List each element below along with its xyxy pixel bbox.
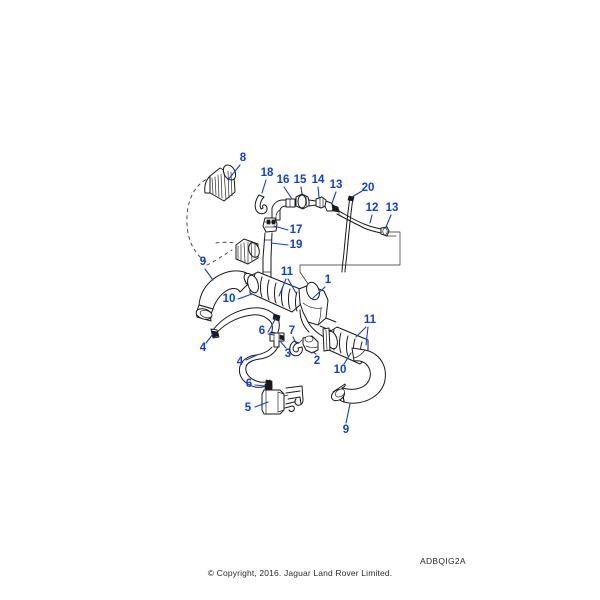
artwork-group <box>186 164 401 415</box>
dashed-locator-leader <box>206 249 233 266</box>
callout-4-left[interactable]: 4 <box>200 342 207 354</box>
part-9-intake-hose-left <box>195 270 251 322</box>
callout-numbers: 8 18 16 15 14 13 20 12 13 17 19 9 11 1 1… <box>200 152 399 436</box>
part-20-pipe-stay-rod <box>341 195 355 273</box>
leader-2 <box>312 351 317 355</box>
part-2-lower-elbow <box>302 335 319 354</box>
clamp-block-right <box>322 327 331 352</box>
callout-13-right[interactable]: 13 <box>386 202 399 214</box>
part-6-clip-lower <box>264 383 273 391</box>
part-16-elbow-pipe <box>271 198 296 221</box>
part-14-inline-connector <box>315 196 327 209</box>
ribbed-sleeve-lower <box>235 238 260 265</box>
part-5-reservoir-canister <box>261 385 304 415</box>
leader-1 <box>312 286 326 299</box>
leader-8 <box>227 164 241 181</box>
callout-3[interactable]: 3 <box>285 348 291 360</box>
callout-5[interactable]: 5 <box>245 402 252 414</box>
part-18-retaining-clip <box>254 194 268 215</box>
leader-15 <box>300 186 303 195</box>
dashed-locator-arc <box>186 176 213 263</box>
part-1-outlet-elbow <box>298 281 337 332</box>
callout-9-right[interactable]: 9 <box>343 424 349 436</box>
callout-20[interactable]: 20 <box>362 182 375 194</box>
callout-10-right[interactable]: 10 <box>334 364 347 376</box>
part-13-connector-right <box>380 226 390 237</box>
part-12-vacuum-hose <box>336 209 382 234</box>
leader-6a <box>267 317 277 333</box>
part-15-check-valve <box>295 193 317 210</box>
part-9-intake-hose-right <box>330 347 386 404</box>
leader-6a2 <box>267 333 275 336</box>
duct-lower-body-2 <box>299 309 310 333</box>
callout-1[interactable]: 1 <box>325 274 332 286</box>
callout-4-lower[interactable]: 4 <box>237 356 244 368</box>
leader-11a2 <box>287 278 297 294</box>
part-4-hose-upper <box>210 307 280 339</box>
callout-15[interactable]: 15 <box>294 174 307 186</box>
callout-leaders <box>204 164 392 424</box>
leader-11b <box>355 326 367 338</box>
leader-11b2 <box>365 326 369 346</box>
leader-10b <box>343 352 352 365</box>
callout-12[interactable]: 12 <box>366 202 379 214</box>
leader-4a <box>205 333 214 344</box>
leader-3 <box>279 340 287 349</box>
leader-13a <box>331 191 337 204</box>
leader-9a <box>204 268 214 281</box>
leader-20 <box>351 190 363 198</box>
leader-11a <box>278 278 287 297</box>
leader-19 <box>270 242 289 246</box>
leader-6b <box>254 384 266 387</box>
leader-4b <box>245 354 258 361</box>
leader-18 <box>261 179 267 194</box>
callout-10-left[interactable]: 10 <box>223 293 236 305</box>
part-3-tee-connector <box>269 332 285 348</box>
callout-18[interactable]: 18 <box>261 167 274 179</box>
leader-5 <box>254 401 269 408</box>
leader-10a <box>237 293 253 300</box>
main-duct-ribbed-centre <box>247 271 301 313</box>
callout-19[interactable]: 19 <box>290 239 303 251</box>
callout-7[interactable]: 7 <box>289 325 295 337</box>
callout-6-lower[interactable]: 6 <box>246 378 252 390</box>
callout-17[interactable]: 17 <box>290 224 303 236</box>
part-19-breather-hose <box>262 232 273 279</box>
callout-11-right[interactable]: 11 <box>364 314 377 326</box>
drawing-code: ADBQIG2A <box>420 556 466 566</box>
leader-7 <box>292 336 297 344</box>
callout-9-left[interactable]: 9 <box>200 256 206 268</box>
callout-13-upper[interactable]: 13 <box>330 179 343 191</box>
callout-6-upper[interactable]: 6 <box>259 325 265 337</box>
mount-frame-outline <box>299 231 401 301</box>
leader-17 <box>273 225 289 231</box>
callout-2[interactable]: 2 <box>314 355 320 367</box>
callout-16[interactable]: 16 <box>277 174 290 186</box>
callout-14[interactable]: 14 <box>312 174 325 186</box>
callout-8[interactable]: 8 <box>240 152 247 164</box>
part-7-bracket-clamp <box>289 339 303 357</box>
callout-11-upper[interactable]: 11 <box>281 266 294 278</box>
leader-16 <box>283 186 293 200</box>
leader-9b <box>345 403 351 424</box>
leader-14 <box>317 186 320 198</box>
part-8-corrugated-elbow <box>204 164 237 202</box>
leader-12 <box>369 214 373 224</box>
leader-13b <box>385 214 392 228</box>
copyright-notice: © Copyright, 2016. Jaguar Land Rover Lim… <box>207 568 393 578</box>
dashed-locator-leader-2 <box>215 241 237 244</box>
part-17-sensor-fitting <box>262 217 278 233</box>
